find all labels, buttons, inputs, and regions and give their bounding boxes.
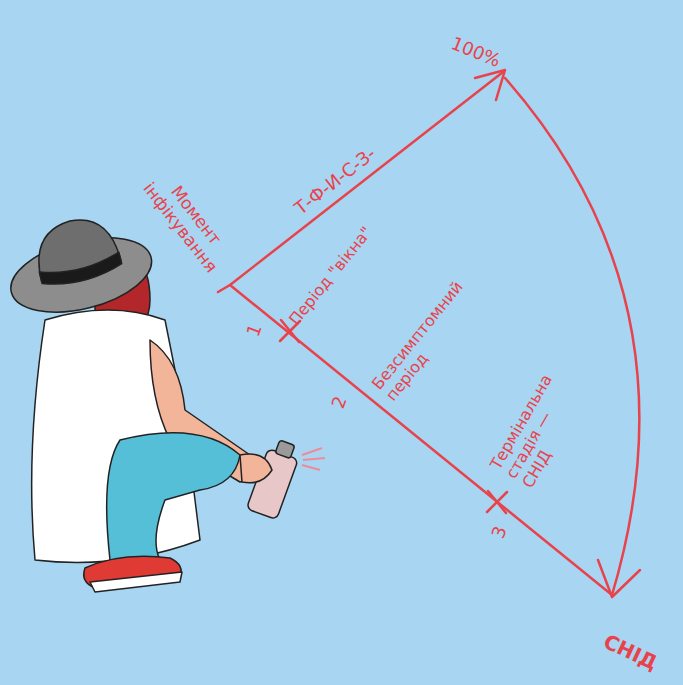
stage-label: Період "вікна" — [286, 223, 376, 329]
hat — [0, 204, 159, 325]
shoe-sole — [90, 572, 182, 592]
callout-number: 1 — [243, 321, 266, 339]
chalk-lines — [218, 70, 640, 597]
person-figure — [0, 204, 302, 592]
cross-mark — [487, 491, 507, 513]
stage-label: Безсимптомний період — [369, 273, 486, 405]
curve-line — [505, 78, 639, 595]
upper-line — [218, 72, 503, 292]
arrowhead — [598, 560, 640, 597]
stage-label: Термінальна стадія — СНІД — [487, 362, 594, 492]
hand — [240, 454, 272, 483]
stage-label: СНІД — [599, 630, 660, 675]
infection-moment-label: Момент інфікування — [138, 166, 238, 278]
leg — [107, 433, 240, 560]
callout-number: 2 — [328, 393, 351, 411]
callout-number: 3 — [488, 523, 511, 541]
spray-mist — [302, 448, 325, 470]
axis-label: Т-Ф-И-С-З- — [291, 143, 380, 219]
percent-label: 100% — [448, 33, 503, 71]
arrowhead — [475, 70, 505, 100]
